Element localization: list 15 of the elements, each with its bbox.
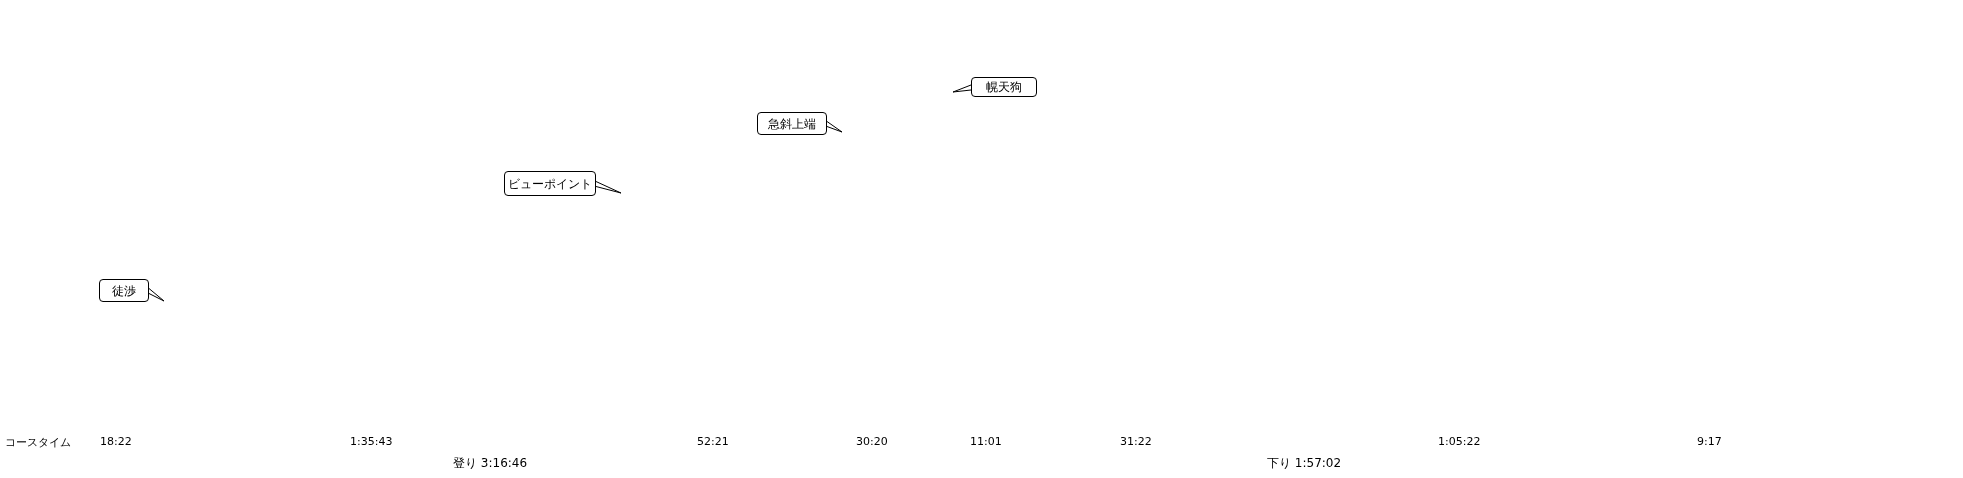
callout-label: 徒渉 bbox=[99, 279, 149, 302]
callout-label: 幌天狗 bbox=[971, 77, 1037, 97]
callout-label: 急斜上端 bbox=[757, 112, 827, 135]
total-time: 登り 3:16:46 bbox=[453, 455, 528, 472]
course-time: 52:21 bbox=[697, 435, 729, 448]
course-time: 11:01 bbox=[970, 435, 1002, 448]
course-time: 9:17 bbox=[1697, 435, 1722, 448]
course-time: 30:20 bbox=[856, 435, 888, 448]
course-time: 1:35:43 bbox=[350, 435, 393, 448]
row-heading: コースタイム bbox=[5, 435, 71, 450]
callout-label: ビューポイント bbox=[504, 171, 596, 196]
course-time: 1:05:22 bbox=[1438, 435, 1481, 448]
total-time: 下り 1:57:02 bbox=[1267, 455, 1342, 472]
course-time: 31:22 bbox=[1120, 435, 1152, 448]
course-time: 18:22 bbox=[100, 435, 132, 448]
